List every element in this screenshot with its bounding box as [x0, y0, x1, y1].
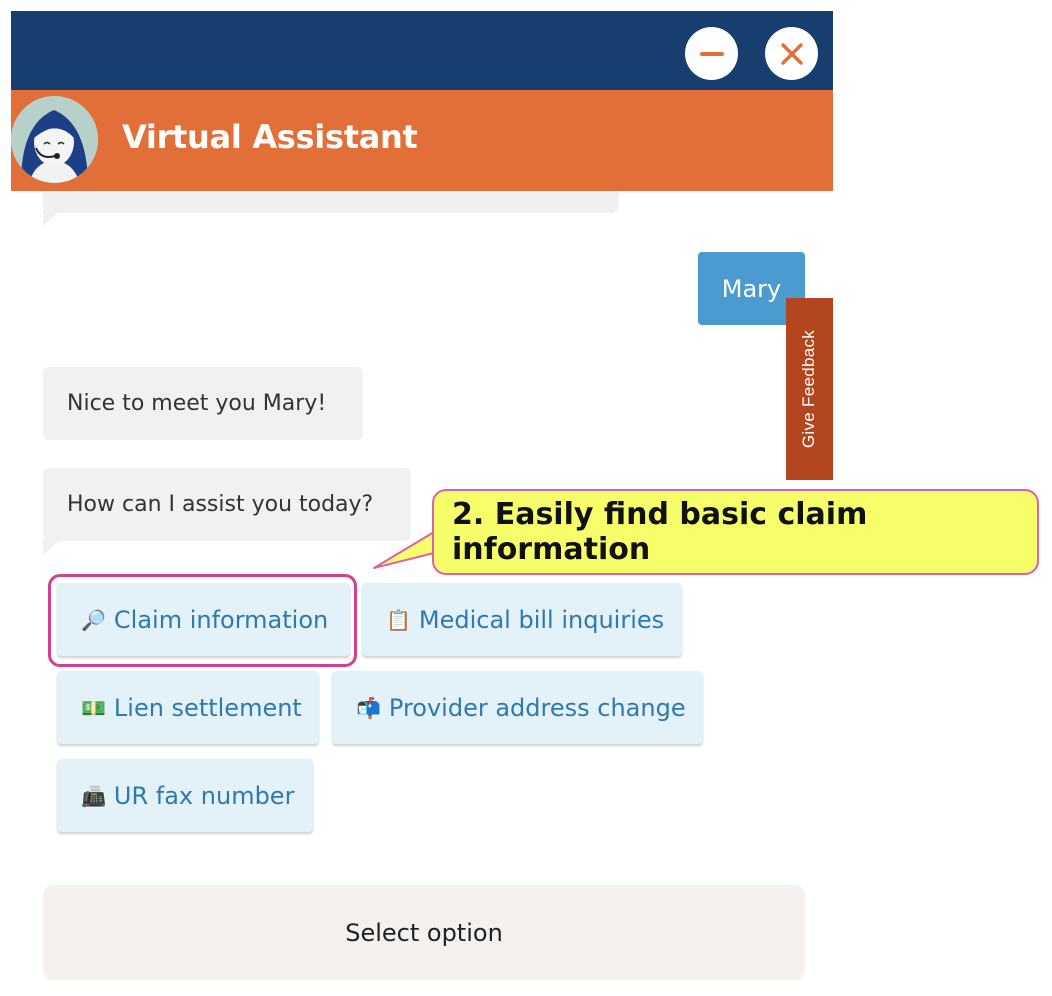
bubble-tail: [43, 210, 61, 226]
bot-message-question: How can I assist you today?: [43, 468, 411, 541]
option-medical-bill-inquiries[interactable]: 📋 Medical bill inquiries: [362, 583, 682, 656]
minimize-button[interactable]: [685, 27, 738, 80]
header-title: Virtual Assistant: [122, 118, 418, 156]
option-provider-address-change[interactable]: 📬 Provider address change: [332, 671, 703, 744]
callout-pointer: [373, 531, 439, 569]
minimize-icon: [699, 51, 724, 56]
bubble-tail: [43, 539, 61, 555]
previous-bot-bubble: [43, 191, 619, 213]
money-icon: 💵: [81, 695, 106, 720]
agent-avatar-icon: [11, 96, 98, 183]
option-lien-settlement[interactable]: 💵 Lien settlement: [57, 671, 319, 744]
annotation-text: 2. Easily find basic claim information: [452, 497, 868, 567]
option-label: Lien settlement: [113, 693, 302, 722]
chat-header: [11, 90, 833, 191]
close-button[interactable]: [765, 27, 818, 80]
magnifier-icon: 🔎: [81, 607, 106, 632]
option-ur-fax-number[interactable]: 📠 UR fax number: [57, 759, 313, 832]
give-feedback-label: Give Feedback: [799, 329, 819, 449]
mailbox-icon: 📬: [356, 695, 381, 720]
select-option-button[interactable]: Select option: [43, 885, 805, 980]
option-claim-information[interactable]: 🔎 Claim information: [57, 583, 350, 656]
fax-icon: 📠: [81, 783, 106, 808]
option-label: Medical bill inquiries: [418, 605, 665, 634]
give-feedback-tab[interactable]: Give Feedback: [786, 298, 833, 480]
option-label: UR fax number: [113, 781, 295, 810]
bot-message-greeting: Nice to meet you Mary!: [43, 367, 363, 440]
select-option-label: Select option: [345, 918, 503, 947]
clipboard-icon: 📋: [386, 607, 411, 632]
option-label: Provider address change: [388, 693, 686, 722]
close-icon: [780, 42, 803, 65]
annotation-callout: 2. Easily find basic claim information: [432, 489, 1039, 575]
option-label: Claim information: [113, 605, 329, 634]
